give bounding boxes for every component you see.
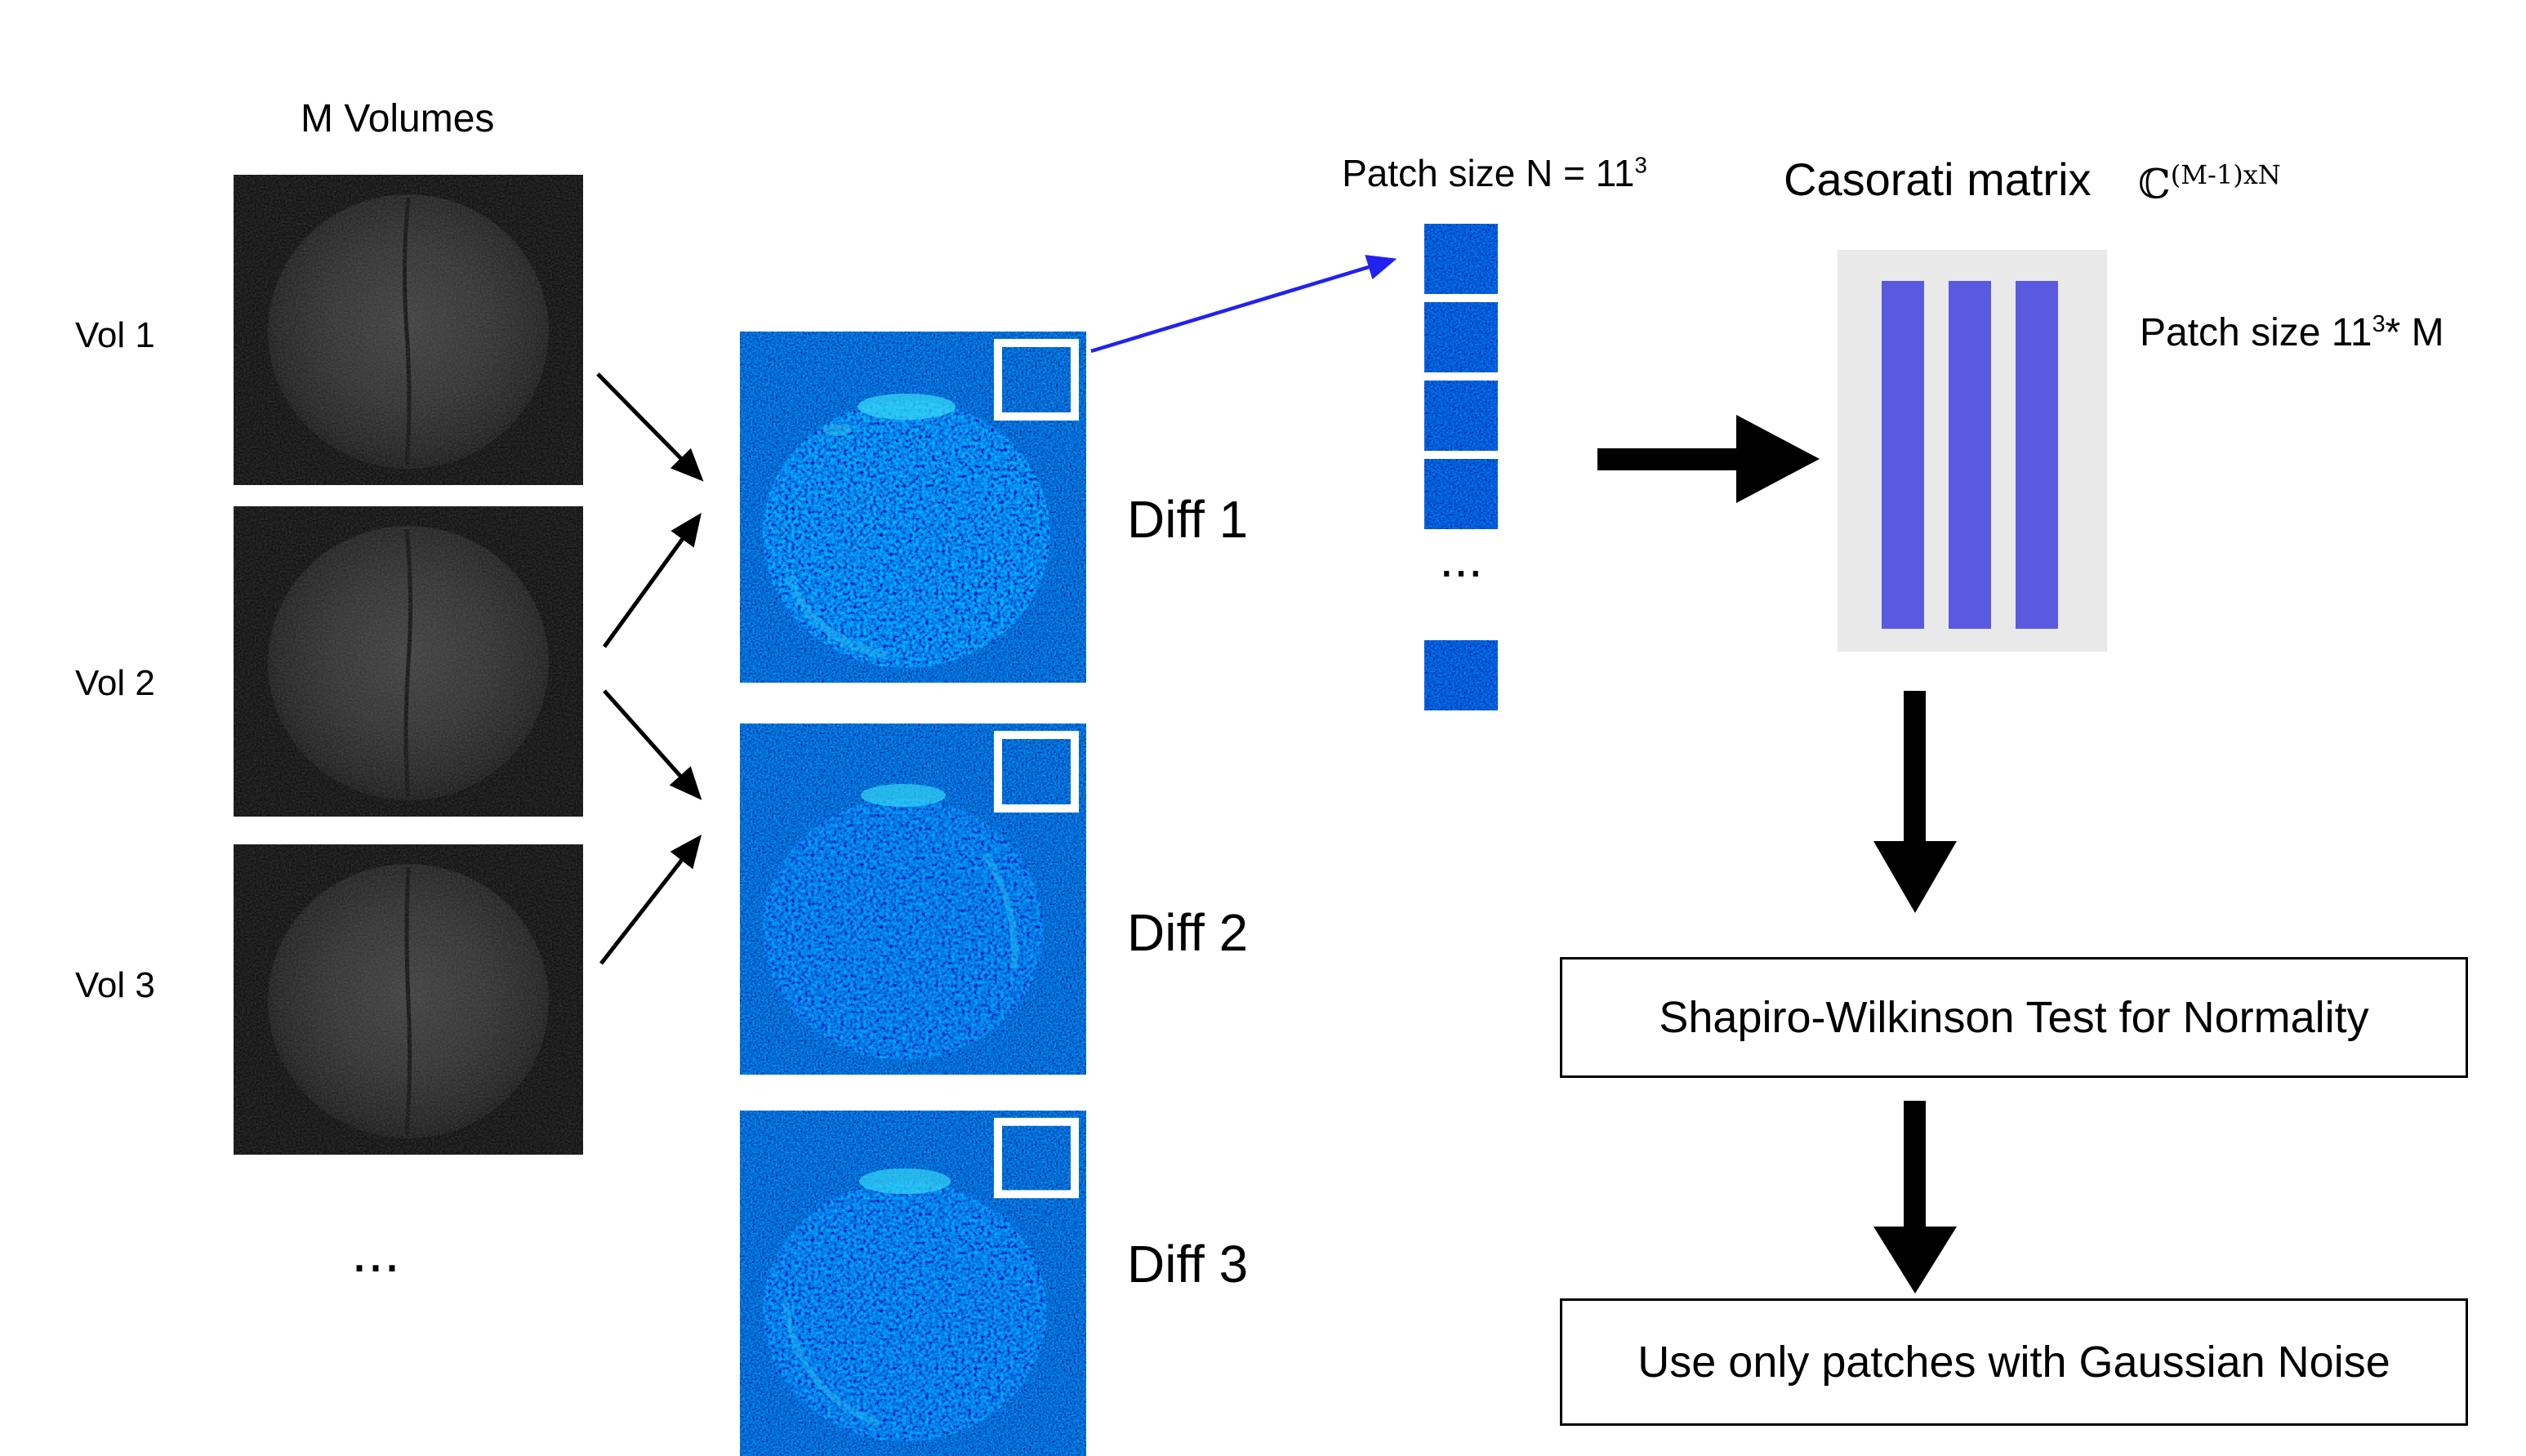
patch-selection-square — [994, 1117, 1079, 1199]
diff-brain-noise — [763, 1181, 1047, 1442]
brain-mri-image — [234, 175, 583, 485]
patch-selection-square — [994, 339, 1079, 421]
casorati-column-bar-2 — [1949, 281, 1991, 629]
casorati-patch-size-suffix: * M — [2385, 311, 2444, 354]
m-volumes-title: M Volumes — [301, 97, 495, 140]
vol-1-image — [234, 175, 583, 485]
vol-1-label: Vol 1 — [75, 315, 155, 355]
patch-size-label-exponent: 3 — [1634, 152, 1647, 178]
gaussian-patches-box: Use only patches with Gaussian Noise — [1560, 1298, 2468, 1426]
vol-2-label: Vol 2 — [75, 663, 155, 703]
flow-arrow-down2-head — [1873, 1227, 1957, 1293]
flow-arrow-right-shaft — [1597, 448, 1736, 470]
casorati-matrix-panel — [1838, 250, 2107, 652]
casorati-patch-size-exponent: 3 — [2372, 311, 2386, 337]
normality-test-label: Shapiro-Wilkinson Test for Normality — [1659, 993, 2369, 1042]
arrow-vol2-to-diff2 — [603, 689, 702, 800]
flow-arrow-down2-shaft — [1904, 1101, 1926, 1230]
patch-noise — [1424, 224, 1498, 294]
diff-noise-image — [740, 1111, 1086, 1456]
patch-size-label-text: Patch size N = 11 — [1342, 152, 1635, 194]
brain-mri-image — [234, 506, 583, 817]
diff-bright-arc — [782, 1302, 880, 1427]
diff-bright-arc — [785, 575, 888, 659]
diff-bright-spot — [861, 784, 946, 807]
diff-1-image — [740, 332, 1086, 683]
flow-arrow-down-to-test — [1873, 691, 1957, 913]
patch-square-image — [1424, 224, 1498, 294]
patch-noise — [1424, 381, 1498, 451]
patch-square-last — [1424, 640, 1498, 710]
flow-arrow-down1-shaft — [1904, 691, 1926, 844]
casorati-patch-size-label: Patch size 113* M — [2140, 310, 2444, 355]
gaussian-patches-label: Use only patches with Gaussian Noise — [1637, 1338, 2390, 1387]
mri-noise-overlay — [234, 506, 583, 817]
brain-mri-image — [234, 844, 583, 1155]
patch-square-image — [1424, 640, 1498, 710]
diff-bright-spot — [858, 394, 956, 420]
vol-3-image — [234, 844, 583, 1155]
arrow-vol3-to-diff2 — [599, 835, 702, 965]
diff-bright-spot — [859, 1168, 951, 1195]
patch-square-2 — [1424, 302, 1498, 372]
patch-square-4 — [1424, 459, 1498, 529]
patch-size-label: Patch size N = 113 — [1274, 152, 1715, 195]
arrow-patch-to-column — [1090, 255, 1397, 354]
diff-3-label: Diff 3 — [1127, 1235, 1249, 1293]
patch-square-3 — [1424, 381, 1498, 451]
arrow-vol2-to-diff1 — [602, 512, 702, 648]
diff-noise-image — [740, 724, 1086, 1075]
casorati-column-bar-3 — [2016, 281, 2058, 629]
casorati-set-exponent: (M-1)xN — [2170, 159, 2281, 190]
mri-noise-overlay — [234, 175, 583, 485]
casorati-set-symbol: ℂ — [2138, 160, 2171, 208]
volumes-ellipsis: ... — [351, 1219, 401, 1285]
patch-square-image — [1424, 459, 1498, 529]
diff-2-image — [740, 724, 1086, 1075]
patch-noise — [1424, 459, 1498, 529]
vol-2-image — [234, 506, 583, 817]
patch-noise — [1424, 302, 1498, 372]
flow-arrow-down1-head — [1873, 841, 1957, 913]
patch-square-1 — [1424, 224, 1498, 294]
diff-brain-noise — [763, 799, 1044, 1060]
casorati-set-notation: ℂ(M-1)xN — [2138, 160, 2281, 208]
patch-square-image — [1424, 381, 1498, 451]
diff-3-image — [740, 1111, 1086, 1456]
diff-1-label: Diff 1 — [1127, 490, 1249, 549]
normality-test-box: Shapiro-Wilkinson Test for Normality — [1560, 957, 2468, 1078]
vol-3-label: Vol 3 — [75, 965, 155, 1005]
diff-bright-arc — [982, 852, 1018, 969]
patch-square-image — [1424, 302, 1498, 372]
diff-bright-spot — [823, 423, 853, 436]
casorati-column-bar-1 — [1882, 281, 1924, 629]
diff-2-label: Diff 2 — [1127, 903, 1249, 962]
diff-brain-noise — [763, 400, 1050, 668]
casorati-title: Casorati matrix — [1784, 154, 2092, 205]
diff-noise-image — [740, 332, 1086, 683]
casorati-patch-size-prefix: Patch size 11 — [2140, 311, 2372, 354]
patch-column-ellipsis: ... — [1439, 529, 1483, 588]
flow-arrow-right-head — [1736, 415, 1820, 503]
patch-noise — [1424, 640, 1498, 710]
flow-arrow-right — [1597, 415, 1820, 503]
flow-arrow-down-to-use — [1873, 1101, 1957, 1293]
patch-selection-square — [994, 731, 1079, 813]
arrow-vol1-to-diff1 — [596, 372, 704, 482]
mri-noise-overlay — [234, 844, 583, 1155]
